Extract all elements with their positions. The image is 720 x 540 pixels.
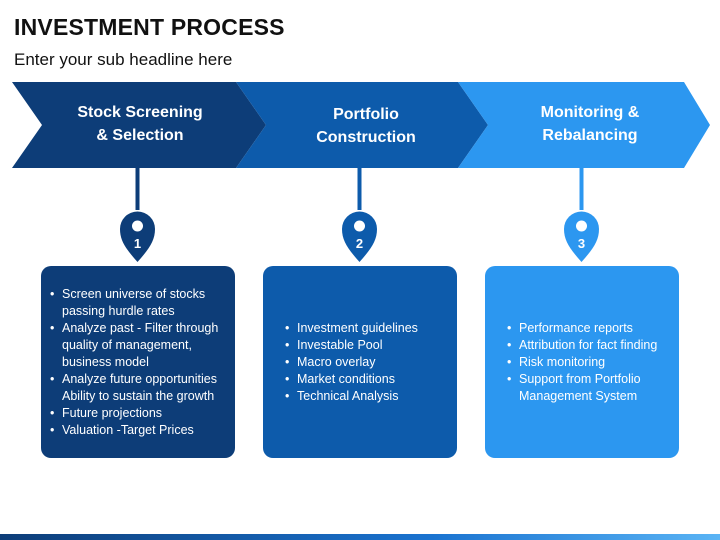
step-2-chevron: [236, 82, 488, 168]
step-2-label: Portfolio Construction: [316, 106, 416, 146]
step-2-details-card: Investment guidelines Investable Pool Ma…: [263, 266, 457, 458]
list-item: Screen universe of stocks passing hurdle…: [50, 286, 227, 320]
step-3-details-card: Performance reports Attribution for fact…: [485, 266, 679, 458]
step-2-pin-icon: 2: [342, 211, 377, 262]
list-item: Valuation -Target Prices: [50, 422, 227, 439]
list-item: Future projections: [50, 405, 227, 422]
step-1-pin-icon: 1: [119, 211, 155, 262]
step-1-chevron: [12, 82, 266, 168]
page-subtitle: Enter your sub headline here: [14, 50, 233, 69]
list-item: Performance reports: [507, 320, 671, 337]
list-item: Investment guidelines: [285, 320, 418, 337]
list-item: Risk monitoring: [507, 354, 671, 371]
step-3-pin-icon: 3: [564, 211, 599, 262]
step-1-label: Stock Screening & Selection: [77, 104, 203, 144]
footer-bar: [0, 534, 720, 540]
step-2-connector: [357, 168, 362, 210]
step-1-number: 1: [134, 236, 141, 251]
step-3-list: Performance reports Attribution for fact…: [485, 320, 679, 405]
list-item: Analyze future opportunities Ability to …: [50, 371, 227, 405]
list-item: Macro overlay: [285, 354, 418, 371]
step-1-list: Screen universe of stocks passing hurdle…: [41, 286, 235, 439]
step-3-chevron: [458, 82, 710, 168]
page-title: INVESTMENT PROCESS: [14, 14, 285, 40]
step-3-label: Monitoring & Rebalancing: [540, 104, 640, 144]
step-1-details-card: Screen universe of stocks passing hurdle…: [41, 266, 235, 458]
list-item: Analyze past - Filter through quality of…: [50, 320, 227, 371]
step-3-connector: [579, 168, 584, 210]
list-item: Investable Pool: [285, 337, 418, 354]
step-1-connector: [135, 168, 140, 210]
list-item: Attribution for fact finding: [507, 337, 671, 354]
list-item: Market conditions: [285, 371, 418, 388]
step-2-number: 2: [356, 236, 363, 251]
step-3-number: 3: [578, 236, 585, 251]
step-2-list: Investment guidelines Investable Pool Ma…: [263, 320, 426, 405]
list-item: Technical Analysis: [285, 388, 418, 405]
list-item: Support from Portfolio Management System: [507, 371, 671, 405]
